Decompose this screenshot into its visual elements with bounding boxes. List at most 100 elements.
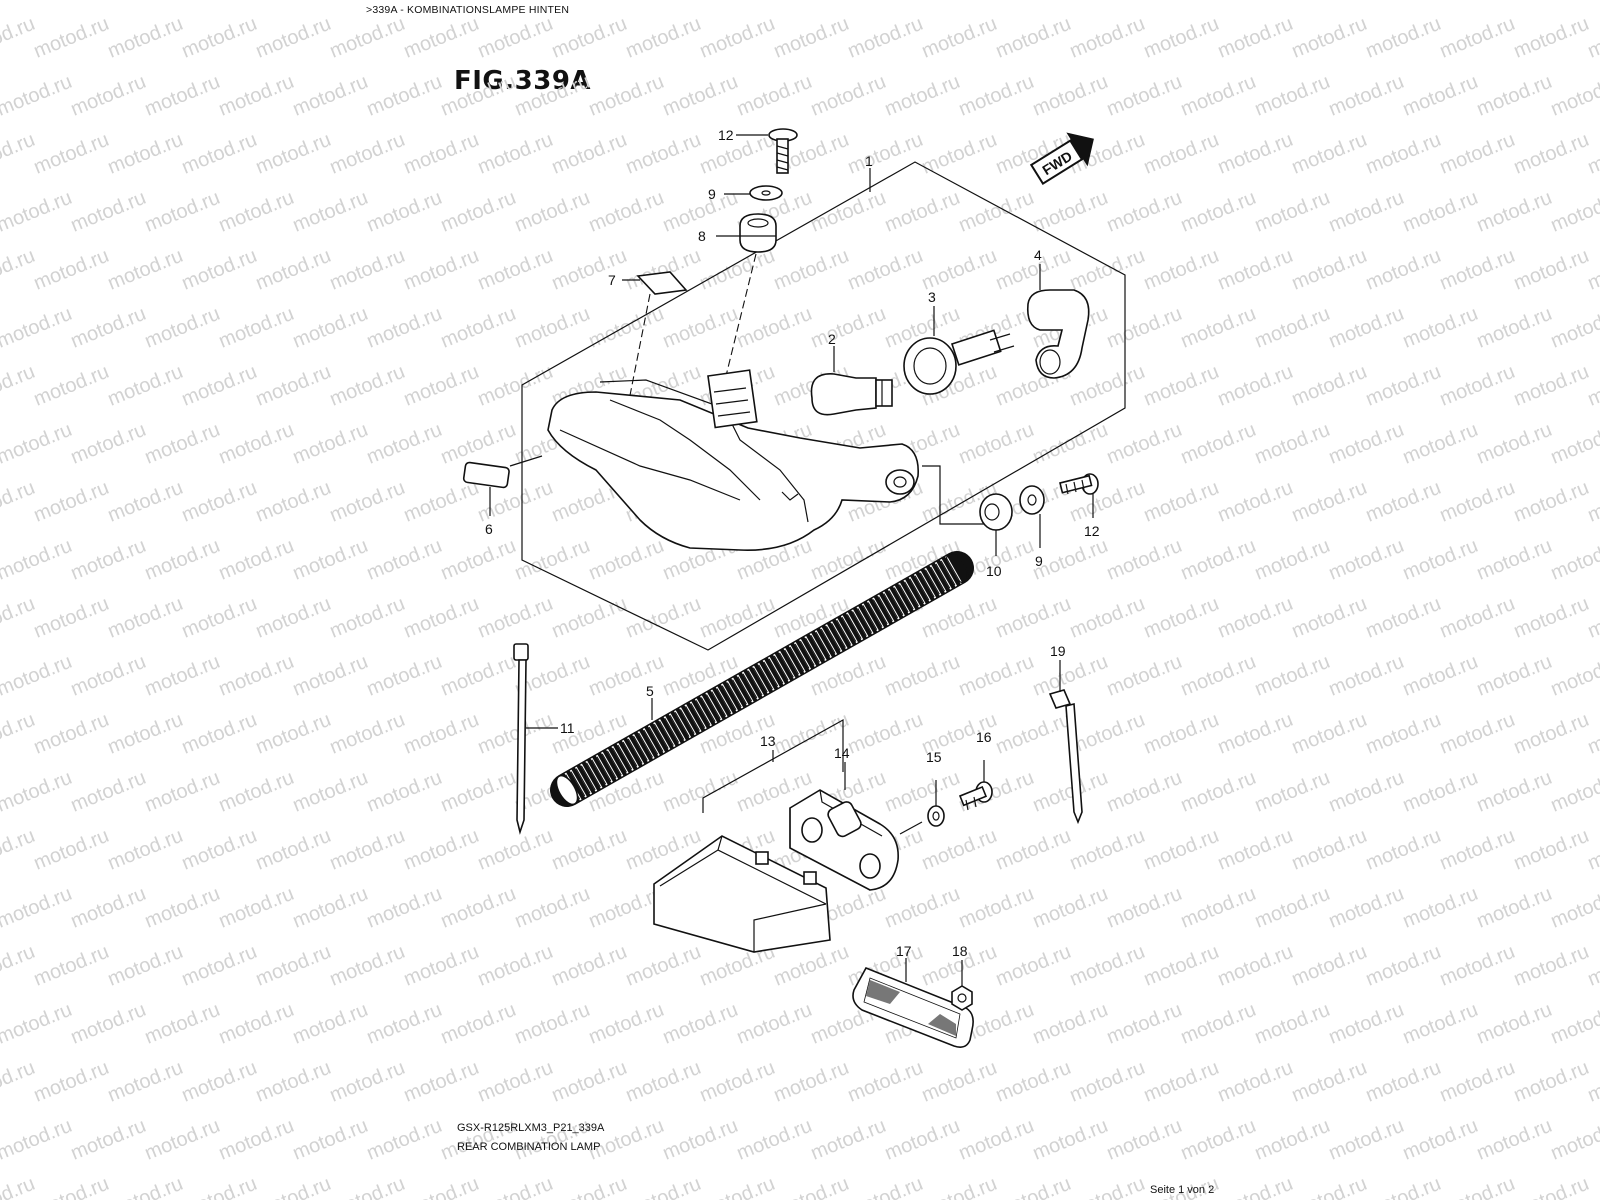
watermark-text: motod.ru [401, 129, 482, 179]
watermark-text: motod.ru [216, 535, 297, 585]
watermark-text: motod.ru [1437, 941, 1518, 991]
watermark-text: motod.ru [179, 709, 260, 759]
watermark-text: motod.ru [1400, 303, 1481, 353]
watermark-text: motod.ru [993, 13, 1074, 63]
watermark-text: motod.ru [993, 1057, 1074, 1107]
watermark-text: motod.ru [216, 71, 297, 121]
watermark-text: motod.ru [216, 999, 297, 1049]
watermark-text: motod.ru [68, 883, 149, 933]
watermark-text: motod.ru [512, 187, 593, 237]
watermark-text: motod.ru [0, 1115, 75, 1165]
watermark-text: motod.ru [1252, 0, 1333, 5]
assembly-box-outline [521, 161, 1126, 651]
watermark-text: motod.ru [327, 1173, 408, 1200]
watermark-text: motod.ru [1437, 13, 1518, 63]
watermark-text: motod.ru [512, 999, 593, 1049]
watermark-text: motod.ru [1326, 651, 1407, 701]
watermark-text: motod.ru [179, 245, 260, 295]
watermark-text: motod.ru [1437, 1057, 1518, 1107]
callout-16: 16 [976, 729, 992, 745]
watermark-text: motod.ru [475, 361, 556, 411]
watermark-text: motod.ru [31, 129, 112, 179]
watermark-text: motod.ru [438, 767, 519, 817]
part-6-pad [462, 455, 543, 489]
watermark-text: motod.ru [1400, 651, 1481, 701]
watermark-text: motod.ru [1104, 0, 1185, 5]
watermark-text: motod.ru [475, 129, 556, 179]
watermark-text: motod.ru [919, 1173, 1000, 1200]
watermark-text: motod.ru [1030, 71, 1111, 121]
watermark-text: motod.ru [1289, 129, 1370, 179]
callout-4: 4 [1034, 247, 1042, 263]
watermark-text: motod.ru [1585, 361, 1600, 411]
watermark-text: motod.ru [1326, 419, 1407, 469]
watermark-text: motod.ru [179, 129, 260, 179]
watermark-text: motod.ru [1474, 71, 1555, 121]
watermark-text: motod.ru [142, 651, 223, 701]
watermark-text: motod.ru [327, 941, 408, 991]
watermark-text: motod.ru [1289, 245, 1370, 295]
watermark-text: motod.ru [475, 709, 556, 759]
watermark-text: motod.ru [549, 825, 630, 875]
callout-14: 14 [834, 745, 850, 761]
watermark-text: motod.ru [512, 0, 593, 5]
watermark-text: motod.ru [105, 13, 186, 63]
watermark-text: motod.ru [1326, 767, 1407, 817]
watermark-text: motod.ru [253, 1057, 334, 1107]
watermark-text: motod.ru [253, 477, 334, 527]
watermark-text: motod.ru [1437, 593, 1518, 643]
watermark-text: motod.ru [771, 13, 852, 63]
watermark-text: motod.ru [1215, 361, 1296, 411]
watermark-text: motod.ru [660, 1115, 741, 1165]
watermark-text: motod.ru [0, 477, 38, 527]
watermark-text: motod.ru [327, 825, 408, 875]
watermark-text: motod.ru [1215, 13, 1296, 63]
watermark-text: motod.ru [1585, 593, 1600, 643]
watermark-text: motod.ru [327, 245, 408, 295]
watermark-text: motod.ru [1511, 13, 1592, 63]
watermark-text: motod.ru [1326, 187, 1407, 237]
breadcrumb: >339A - KOMBINATIONSLAMPE HINTEN [366, 4, 570, 16]
watermark-text: motod.ru [1585, 477, 1600, 527]
watermark-text: motod.ru [845, 245, 926, 295]
watermark-text: motod.ru [549, 1173, 630, 1200]
watermark-text: motod.ru [845, 13, 926, 63]
callout-17: 17 [896, 943, 912, 959]
watermark-text: motod.ru [142, 999, 223, 1049]
part-9-washer [749, 185, 783, 201]
watermark-text: motod.ru [364, 535, 445, 585]
watermark-text: motod.ru [1363, 593, 1444, 643]
watermark-text: motod.ru [1067, 825, 1148, 875]
watermark-text: motod.ru [1585, 941, 1600, 991]
watermark-text: motod.ru [0, 1057, 38, 1107]
callout-1: 1 [865, 153, 873, 169]
watermark-text: motod.ru [1289, 825, 1370, 875]
callout-12-lower: 12 [1084, 523, 1100, 539]
watermark-text: motod.ru [31, 709, 112, 759]
watermark-text: motod.ru [1437, 245, 1518, 295]
watermark-text: motod.ru [1067, 941, 1148, 991]
watermark-text: motod.ru [697, 13, 778, 63]
watermark-text: motod.ru [1363, 13, 1444, 63]
watermark-text: motod.ru [1326, 303, 1407, 353]
watermark-text: motod.ru [475, 825, 556, 875]
watermark-text: motod.ru [438, 303, 519, 353]
watermark-text: motod.ru [1141, 593, 1222, 643]
watermark-text: motod.ru [1511, 825, 1592, 875]
watermark-text: motod.ru [1548, 883, 1600, 933]
watermark-text: motod.ru [586, 0, 667, 5]
watermark-text: motod.ru [1067, 1173, 1148, 1200]
watermark-text: motod.ru [734, 999, 815, 1049]
watermark-text: motod.ru [623, 593, 704, 643]
watermark-text: motod.ru [1585, 709, 1600, 759]
watermark-text: motod.ru [1548, 651, 1600, 701]
watermark-text: motod.ru [1215, 941, 1296, 991]
watermark-text: motod.ru [253, 825, 334, 875]
part-5-tube [550, 551, 974, 807]
watermark-text: motod.ru [697, 593, 778, 643]
part-13-lamp [653, 835, 831, 953]
watermark-text: motod.ru [31, 245, 112, 295]
watermark-text: motod.ru [808, 0, 889, 5]
watermark-text: motod.ru [549, 129, 630, 179]
watermark-text: motod.ru [0, 767, 75, 817]
